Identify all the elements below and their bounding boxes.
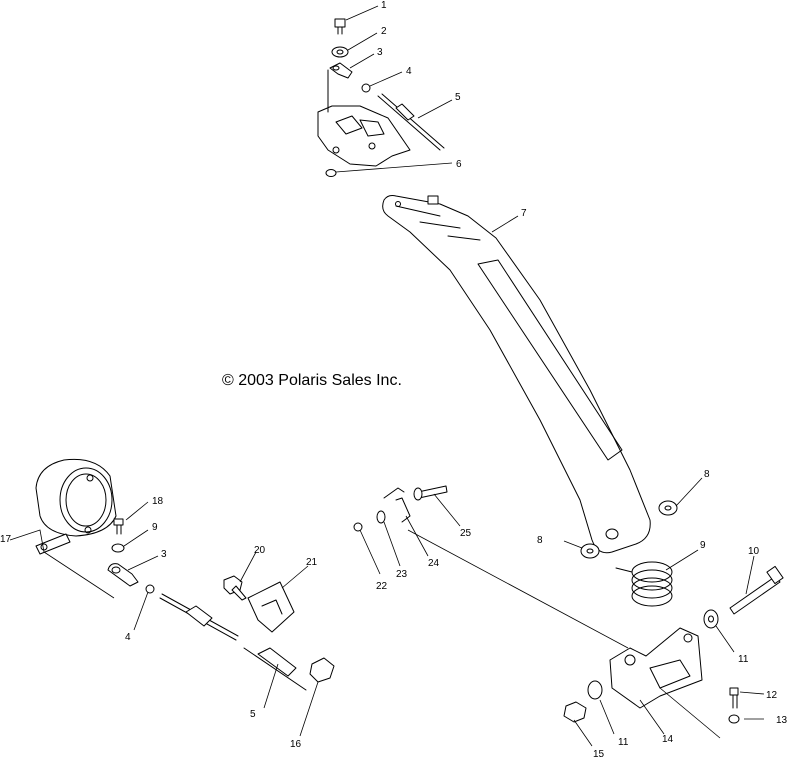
callout-9-left: 9 — [152, 522, 158, 533]
part-clip-21 — [247, 581, 295, 633]
callout-11-bottom: 11 — [618, 737, 629, 748]
callout-25: 25 — [460, 528, 472, 539]
part-cable-top — [377, 93, 445, 151]
callout-17: 17 — [0, 534, 12, 545]
callout-15: 15 — [593, 749, 605, 758]
part-long-bolt — [729, 565, 784, 615]
callout-5: 5 — [455, 92, 461, 103]
callout-3-left: 3 — [161, 549, 167, 560]
callout-20: 20 — [254, 545, 266, 556]
callout-2: 2 — [381, 26, 387, 37]
callout-11-right: 11 — [738, 654, 749, 665]
callout-21: 21 — [306, 557, 318, 568]
callout-7: 7 — [521, 208, 527, 219]
part-bolt-20 — [223, 575, 247, 601]
part-washer-left — [111, 543, 125, 553]
part-nut-bottom — [563, 701, 587, 723]
part-bolt-18 — [113, 518, 124, 535]
part-cylinder-clamp — [35, 458, 117, 555]
callout-14: 14 — [662, 734, 674, 745]
callout-4: 4 — [406, 66, 412, 77]
part-washer-top — [331, 46, 349, 58]
callout-leaders — [123, 5, 765, 747]
part-rod-end-left — [107, 563, 139, 587]
assembly-line-arm — [407, 529, 629, 649]
part-torsion-spring — [615, 561, 673, 607]
callout-10: 10 — [748, 546, 760, 557]
part-nut-top — [361, 83, 371, 93]
callout-13: 13 — [776, 715, 788, 726]
part-nut-bracket — [325, 169, 337, 177]
part-nut-22 — [353, 522, 363, 532]
part-washer-bottom — [587, 680, 603, 700]
part-clip-24 — [383, 487, 411, 523]
part-rod-end-top — [329, 62, 353, 79]
part-washer-arm-left — [580, 543, 600, 559]
callout-5-left: 5 — [250, 709, 256, 720]
top-bracket-assembly — [317, 18, 445, 177]
callout-8-left: 8 — [537, 535, 543, 546]
part-washer-bolt — [703, 609, 719, 629]
callout-22: 22 — [376, 581, 388, 592]
callout-16: 16 — [290, 739, 302, 750]
part-small-bolt — [729, 687, 739, 709]
part-bolt-top — [334, 18, 346, 35]
callout-18: 18 — [152, 496, 164, 507]
part-nut-16 — [309, 657, 335, 683]
callout-9-spring: 9 — [700, 540, 706, 551]
callout-6: 6 — [456, 159, 462, 170]
callout-23: 23 — [396, 569, 408, 580]
assembly-line-clamp — [9, 529, 115, 599]
callout-24: 24 — [428, 558, 440, 569]
part-nut-left — [145, 584, 155, 594]
callout-3: 3 — [377, 47, 383, 58]
callout-4-left: 4 — [125, 632, 131, 643]
part-pivot-bracket — [609, 627, 703, 709]
callout-8-right: 8 — [704, 469, 710, 480]
part-trailing-arm — [382, 195, 651, 554]
part-washer-23 — [376, 510, 386, 524]
part-bolt-25 — [413, 485, 448, 501]
callout-12: 12 — [766, 690, 778, 701]
part-mounting-bracket — [317, 69, 411, 167]
callout-1: 1 — [381, 0, 387, 11]
part-small-washer — [728, 714, 740, 724]
part-cable-left — [159, 593, 307, 691]
part-washer-arm-right — [658, 500, 678, 516]
copyright-notice: © 2003 Polaris Sales Inc. — [222, 372, 402, 389]
